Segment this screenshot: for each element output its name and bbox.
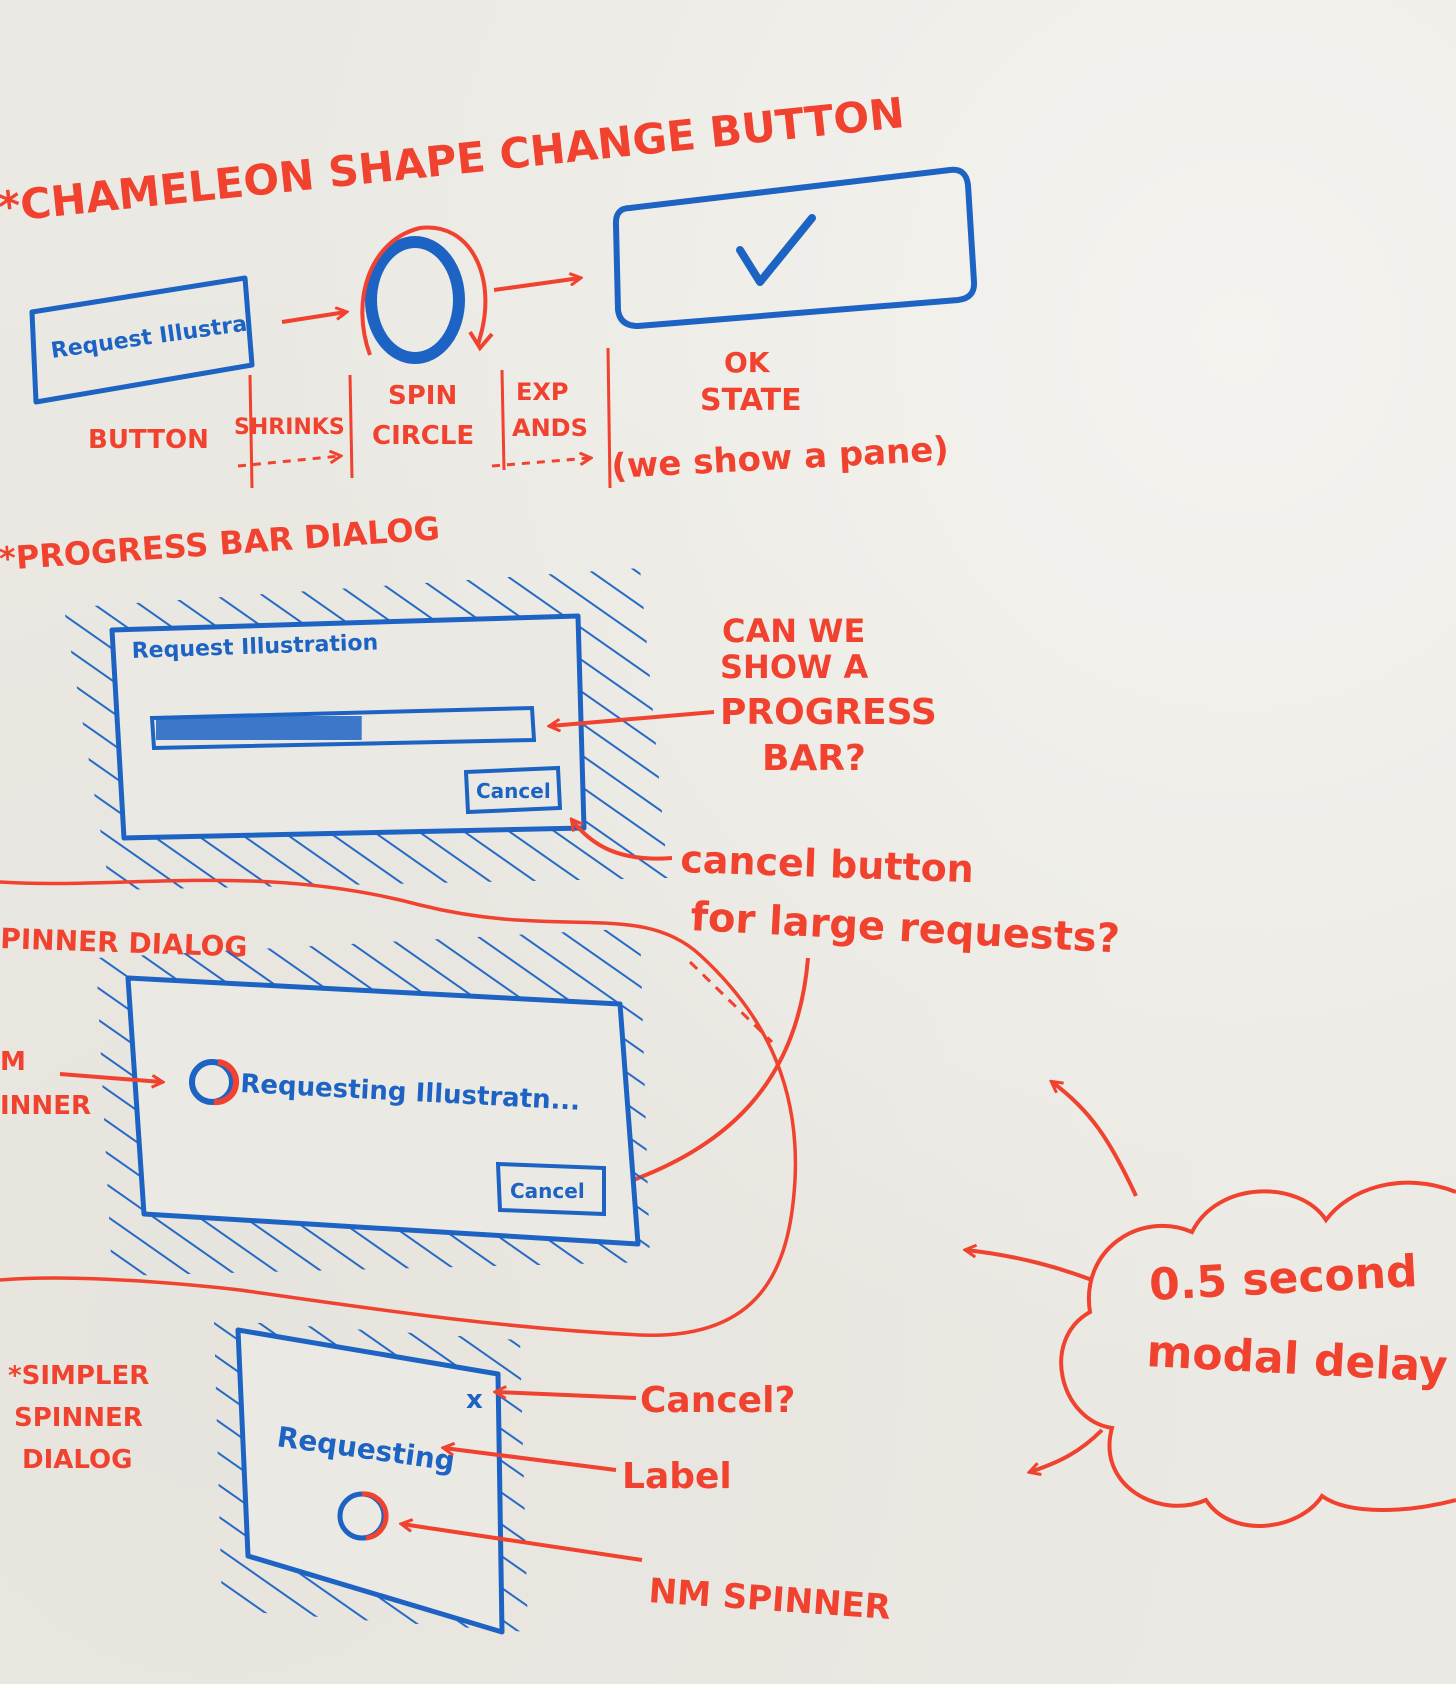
section4-heading-3: DIALOG <box>22 1445 132 1475</box>
note-progress-3: PROGRESS <box>720 692 937 733</box>
button-sketch-label: Request Illustra <box>49 312 248 364</box>
group-outline-loop <box>0 878 798 1337</box>
progress-bar-fill <box>156 716 362 740</box>
simple-dialog-close-icon[interactable]: x <box>466 1385 483 1415</box>
arrow-cancel-note-down <box>610 957 810 1188</box>
delay-cloud: 0.5 second modal delay <box>1059 1180 1456 1528</box>
arrow-cancel-note-up <box>572 820 673 861</box>
chameleon-button-sketch: Request Illustra <box>29 275 255 405</box>
spinner-cancel-label: Cancel <box>510 1179 585 1203</box>
note-progress-1: CAN WE <box>722 612 865 650</box>
note-cancel-2: for large requests? <box>689 894 1121 962</box>
progress-cancel-button[interactable]: Cancel <box>463 765 563 815</box>
section3-side-label-2: INNER <box>0 1091 91 1121</box>
section1-heading: *CHAMELEON SHAPE CHANGE BUTTON <box>0 88 907 232</box>
label-ok-3: (we show a pane) <box>610 429 949 487</box>
divider-3 <box>500 369 506 471</box>
note-cancel-question: Cancel? <box>640 1380 795 1421</box>
cloud-text-1: 0.5 second <box>1148 1246 1419 1311</box>
section2-heading: *PROGRESS BAR DIALOG <box>0 509 441 578</box>
section3-side-label-1: M <box>0 1047 26 1077</box>
arrow-to-spinner <box>59 1072 162 1082</box>
progress-cancel-label: Cancel <box>476 779 551 803</box>
arrow-spin-to-ok <box>493 278 580 292</box>
divider-4 <box>606 347 612 489</box>
simple-spinner-icon <box>337 1491 389 1541</box>
spinner-cancel-button[interactable]: Cancel <box>495 1161 606 1217</box>
arrow-button-to-spin <box>281 312 346 324</box>
note-cancel-1: cancel button <box>680 837 975 891</box>
label-spin-1: SPIN <box>388 381 457 411</box>
label-ok-2: STATE <box>700 383 802 418</box>
section4-heading-2: SPINNER <box>14 1403 143 1433</box>
arrow-shrinks <box>237 456 340 468</box>
section4-heading-1: *SIMPLER <box>8 1361 149 1391</box>
cloud-text-2: modal delay <box>1145 1326 1448 1393</box>
arrow-expands <box>491 458 590 468</box>
arrow-cancel-question <box>496 1392 637 1400</box>
label-button: BUTTON <box>88 425 209 455</box>
label-expands-1: EXP <box>516 378 569 406</box>
cloud-arrow-down <box>1030 1428 1104 1472</box>
note-nm-spinner: NM SPINNER <box>647 1571 892 1628</box>
checkmark-icon <box>736 214 816 286</box>
progress-dialog-sketch: Request Illustration Cancel <box>64 568 668 890</box>
ok-state-box-sketch <box>612 166 978 329</box>
spin-circle-sketch <box>360 225 494 364</box>
label-expands-2: ANDS <box>512 414 588 442</box>
progress-bar <box>149 705 537 751</box>
note-progress-4: BAR? <box>762 738 866 779</box>
dashed-connector <box>688 960 774 1044</box>
label-ok-1: OK <box>724 346 771 379</box>
label-spin-2: CIRCLE <box>372 421 474 451</box>
simple-spinner-dialog-sketch: x Requesting <box>214 1320 528 1635</box>
arrow-progress-note <box>550 710 715 726</box>
label-shrinks: SHRINKS <box>234 415 345 440</box>
arrow-nm-spinner <box>402 1524 643 1562</box>
cloud-arrow-left <box>966 1250 1093 1282</box>
spinner-dialog-sketch: Requesting Illustratn... Cancel <box>96 928 650 1276</box>
note-progress-2: SHOW A <box>720 648 868 686</box>
arrow-label <box>444 1448 617 1472</box>
divider-1 <box>248 374 254 489</box>
status-spinner-icon <box>189 1059 240 1106</box>
divider-2 <box>348 374 354 479</box>
cloud-arrow-up <box>1052 1082 1138 1197</box>
note-label: Label <box>622 1456 732 1497</box>
